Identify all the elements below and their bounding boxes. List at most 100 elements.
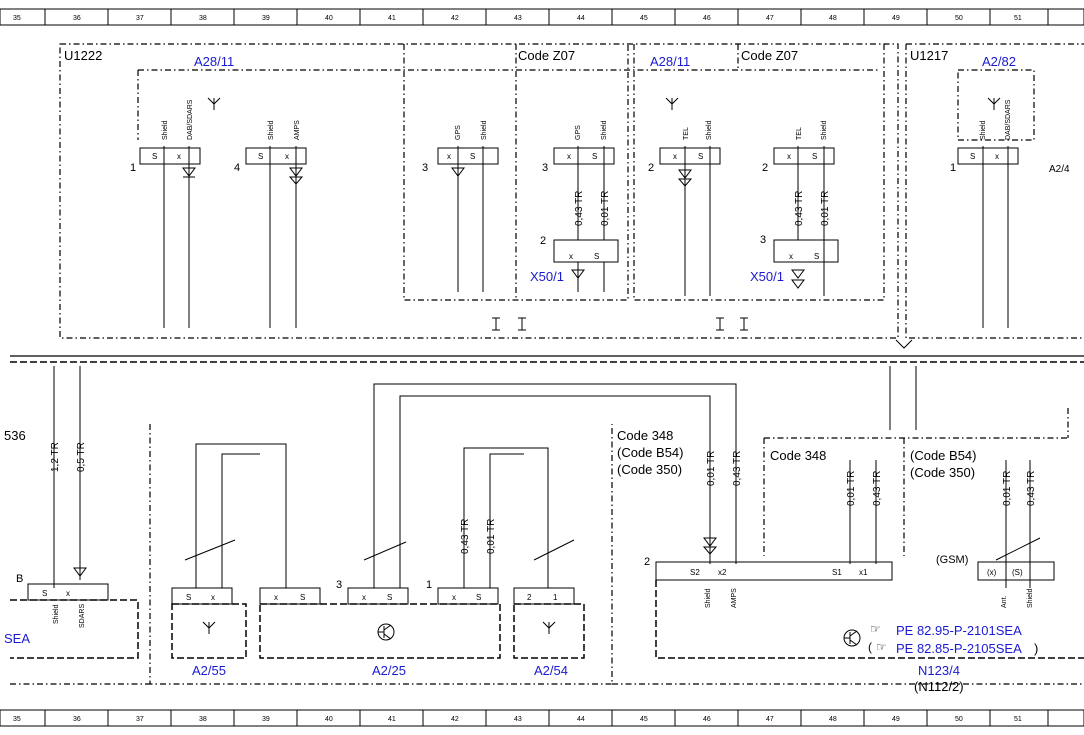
a2-25-label: A2/25 <box>372 663 406 678</box>
code-350-label-a: (Code 350) <box>617 462 682 477</box>
bottom-left-wire-labels: 1,2 TR 0,5 TR <box>50 442 87 472</box>
pe-link-1[interactable]: PE 82.95-P-2101SEA <box>896 623 1022 638</box>
svg-text:0,43 TR: 0,43 TR <box>574 191 585 226</box>
svg-text:S: S <box>387 593 392 602</box>
svg-text:x: x <box>362 593 366 602</box>
svg-text:Shield: Shield <box>268 120 275 140</box>
svg-text:AMPS: AMPS <box>294 120 301 140</box>
svg-text:x: x <box>569 252 573 261</box>
svg-text:Shield: Shield <box>705 588 712 608</box>
a2-54-label: A2/54 <box>534 663 568 678</box>
svg-text:(x): (x) <box>987 568 997 577</box>
ruler-top-42: 42 <box>451 15 459 22</box>
x50-1-connector-a <box>553 239 619 263</box>
code-350-label-b: (Code 350) <box>910 465 975 480</box>
sea-device-box <box>10 599 139 659</box>
svg-text:x: x <box>567 152 571 161</box>
ruler-top-44: 44 <box>577 15 585 22</box>
ruler-bot-42: 42 <box>451 716 459 723</box>
svg-text:1: 1 <box>950 162 956 174</box>
a2-82-label: A2/82 <box>982 54 1016 69</box>
u1222-box <box>59 43 899 339</box>
n123-wires-a <box>709 440 737 564</box>
ruler-bot-46: 46 <box>703 716 711 723</box>
ruler-top-38: 38 <box>199 15 207 22</box>
a2-55-loop <box>195 443 287 588</box>
svg-text:0,01 TR: 0,01 TR <box>706 451 717 486</box>
ruler-bot-44: 44 <box>577 716 585 723</box>
svg-text:x: x <box>789 252 793 261</box>
ruler-bot-49: 49 <box>892 716 900 723</box>
svg-text:3: 3 <box>422 162 428 174</box>
code-b54-label-b: (Code B54) <box>910 448 976 463</box>
ruler-bot-36: 36 <box>73 716 81 723</box>
u1217-label: U1217 <box>910 48 948 63</box>
svg-text:3: 3 <box>542 162 548 174</box>
svg-text:Shield: Shield <box>980 120 987 140</box>
svg-text:S: S <box>258 152 263 161</box>
antenna-icon <box>207 97 1001 110</box>
svg-text:0,43 TR: 0,43 TR <box>732 451 743 486</box>
svg-text:x1: x1 <box>859 568 868 577</box>
svg-text:0,43 TR: 0,43 TR <box>460 519 471 554</box>
svg-text:TEL: TEL <box>683 127 690 140</box>
svg-text:0,01 TR: 0,01 TR <box>1002 471 1013 506</box>
ruler-bot-38: 38 <box>199 716 207 723</box>
svg-text:x: x <box>177 152 181 161</box>
svg-text:0,01 TR: 0,01 TR <box>600 191 611 226</box>
n112-2-label: (N112/2) <box>914 679 964 694</box>
svg-text:0,43 TR: 0,43 TR <box>872 471 883 506</box>
svg-text:(S): (S) <box>1012 568 1023 577</box>
code-z07-b-box <box>633 44 885 301</box>
a2-82-box <box>957 69 1035 141</box>
a2-55-label: A2/55 <box>192 663 226 678</box>
ruler-bot-43: 43 <box>514 716 522 723</box>
svg-text:0,01 TR: 0,01 TR <box>820 191 831 226</box>
a2-55-connector <box>171 587 233 605</box>
svg-text:S: S <box>594 252 599 261</box>
connector-numbers: 1 4 3 3 2 2 1 2 3 <box>130 162 956 247</box>
code-z07-label-b: Code Z07 <box>741 48 798 63</box>
b-label: B <box>16 573 23 585</box>
svg-text:x2: x2 <box>718 568 727 577</box>
a2-4x-label: A2/4 <box>1049 164 1070 175</box>
ruler-top-37: 37 <box>136 15 144 22</box>
ruler-bot-45: 45 <box>640 716 648 723</box>
svg-text:S: S <box>970 152 975 161</box>
svg-text:DAB/SDARS: DAB/SDARS <box>1005 99 1012 140</box>
code-z07-a-box <box>403 44 629 301</box>
ruler-top-46: 46 <box>703 15 711 22</box>
amplifier-icon <box>377 623 395 641</box>
ruler-top-49: 49 <box>892 15 900 22</box>
svg-text:Shield: Shield <box>53 604 60 624</box>
pe-link-2[interactable]: PE 82.85-P-2105SEA <box>896 641 1022 656</box>
bottom-left-group-box <box>149 424 613 685</box>
ruler-top-35: 35 <box>13 15 21 22</box>
ruler-bot-40: 40 <box>325 716 333 723</box>
antenna-icon <box>202 621 216 634</box>
a2-25-connector-b <box>347 587 409 605</box>
ruler-top-40: 40 <box>325 15 333 22</box>
amplifier-icon <box>843 629 861 647</box>
ruler-labels: 35 36 37 38 39 40 41 42 43 44 45 46 47 4… <box>13 15 1022 723</box>
svg-text:x: x <box>274 593 278 602</box>
svg-text:AMPS: AMPS <box>731 588 738 608</box>
ruler-top-47: 47 <box>766 15 774 22</box>
shield-ground-icons <box>182 167 805 289</box>
svg-text:1: 1 <box>130 162 136 174</box>
a28-11-label-b: A28/11 <box>650 54 690 69</box>
svg-text:2: 2 <box>762 162 768 174</box>
ruler-bot-35: 35 <box>13 716 21 723</box>
n123-connector <box>655 561 893 581</box>
code-348-label-a: Code 348 <box>617 428 673 443</box>
svg-text:Shield: Shield <box>1027 588 1034 608</box>
svg-text:S2: S2 <box>690 568 700 577</box>
x50-1-label-a: X50/1 <box>530 269 564 284</box>
svg-text:2: 2 <box>648 162 654 174</box>
a2-25-connector-a <box>259 587 321 605</box>
ruler-bot-41: 41 <box>388 716 396 723</box>
svg-text:x: x <box>447 152 451 161</box>
svg-text:Shield: Shield <box>821 120 828 140</box>
